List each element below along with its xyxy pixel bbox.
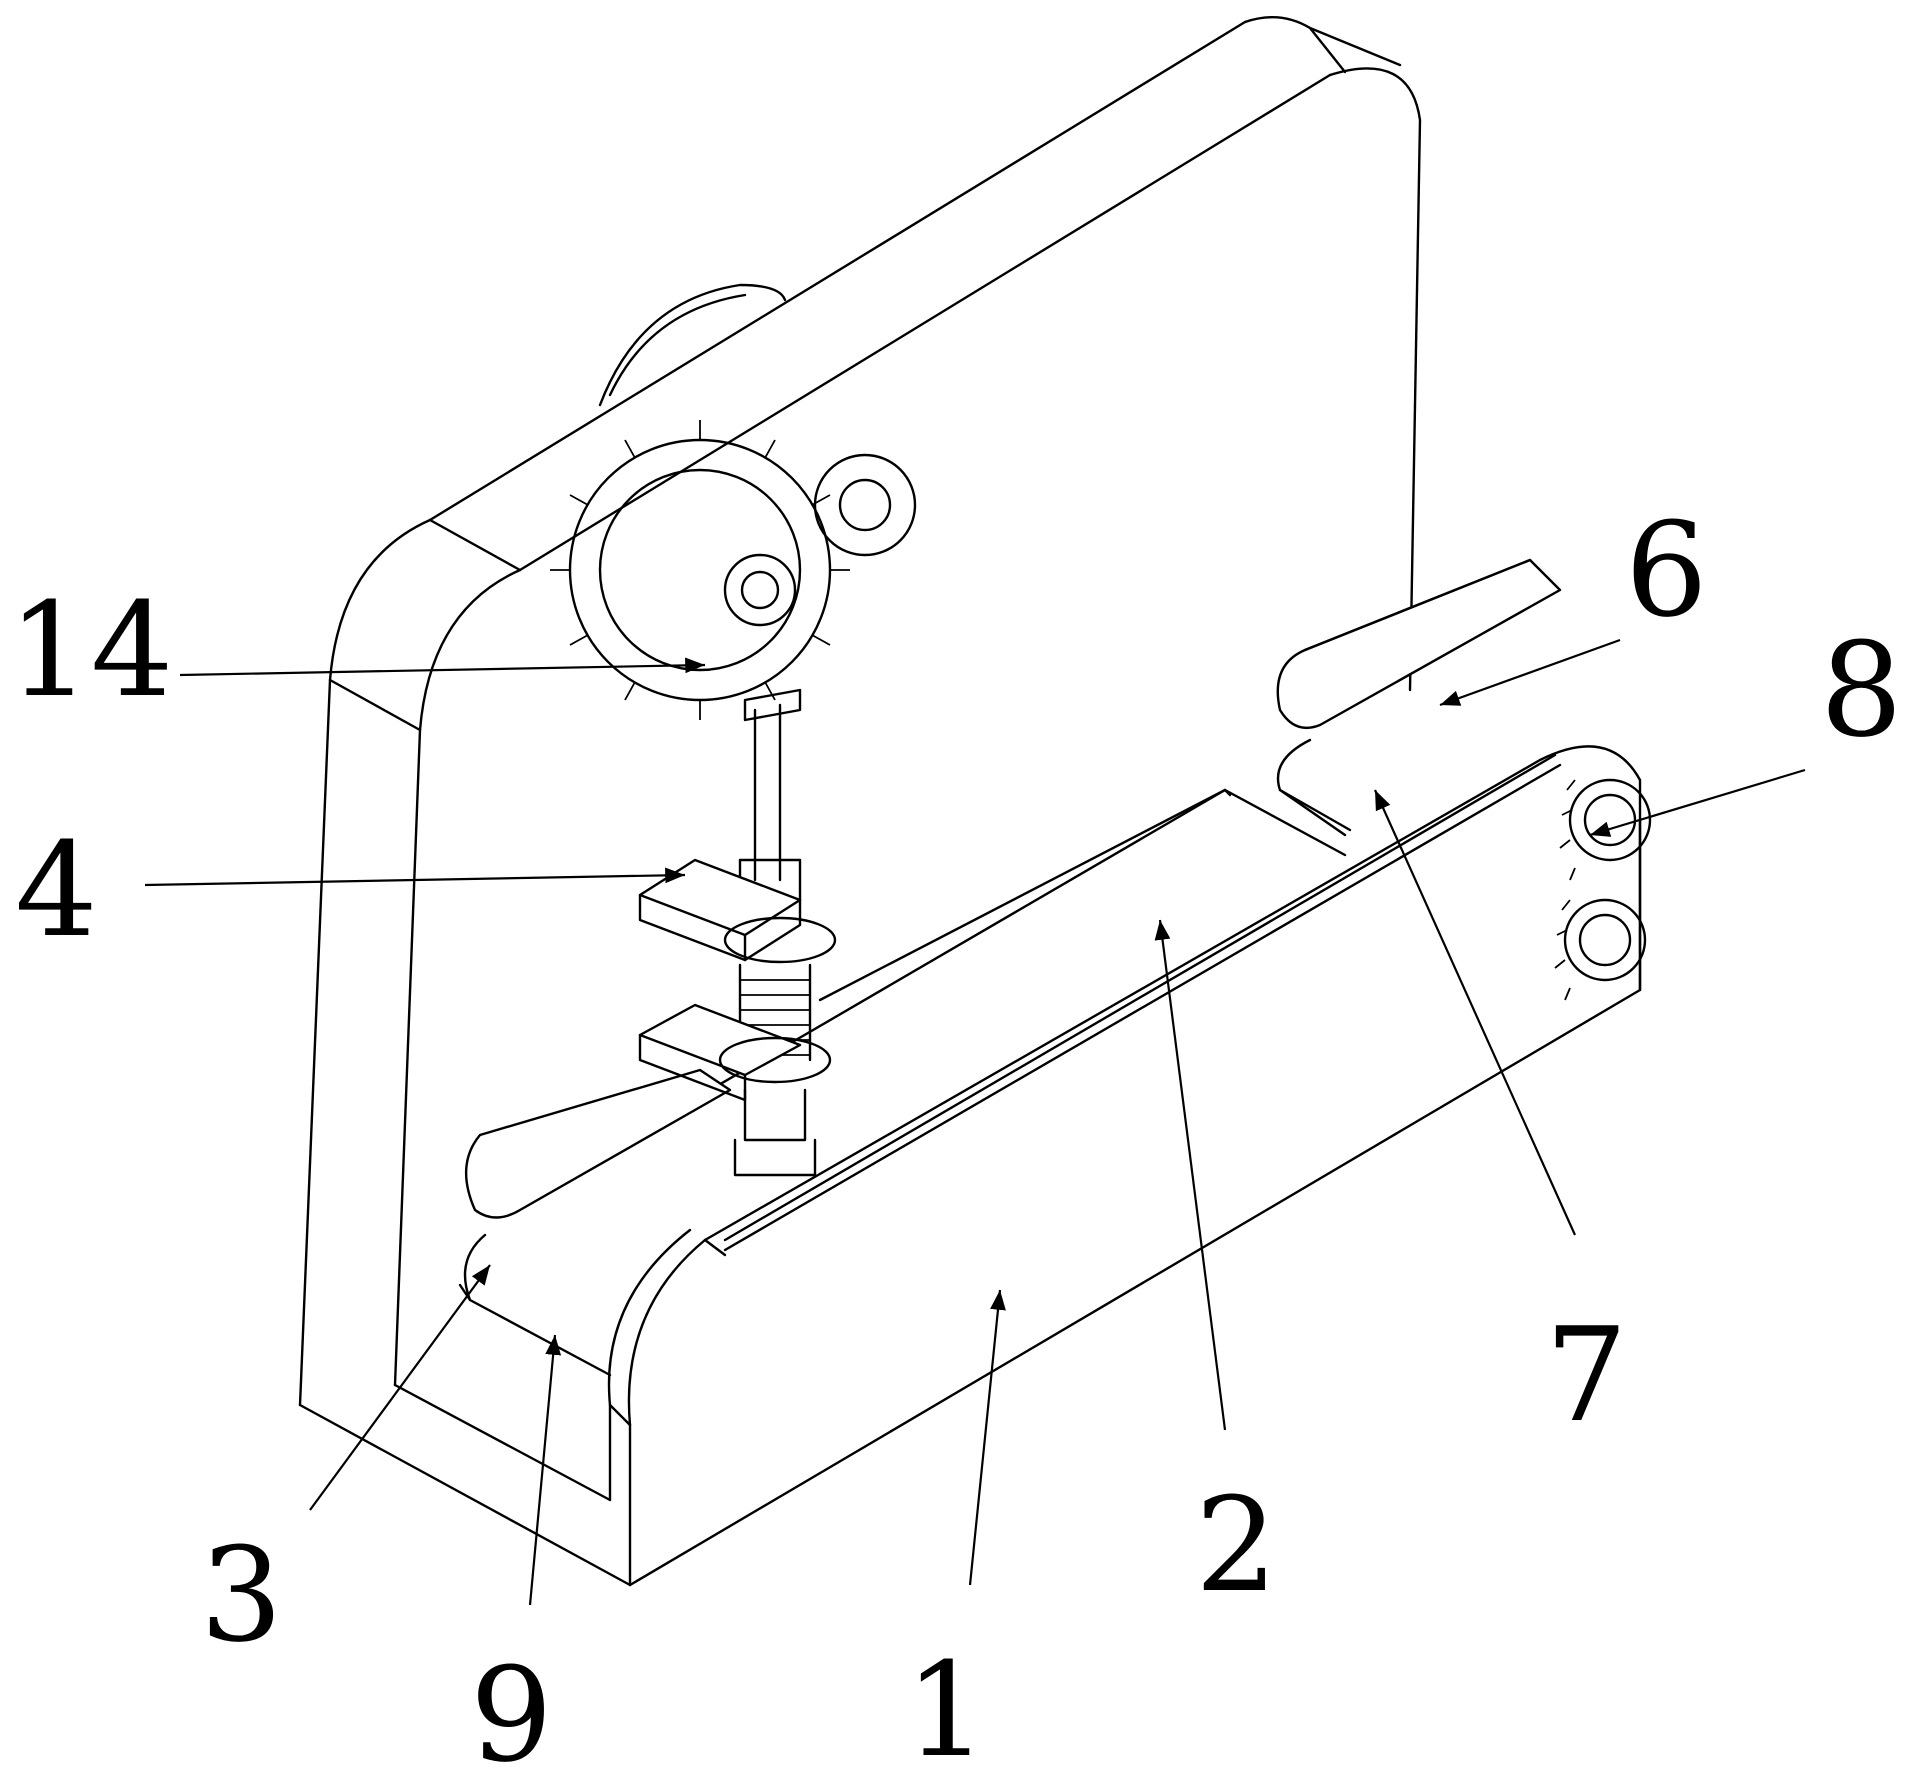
right-roller-bottom (1276, 738, 1352, 837)
leader-7 (1373, 789, 1577, 1236)
label-4: 4 (15, 814, 98, 966)
large-gear (550, 420, 850, 720)
right-roller-top (1276, 558, 1562, 730)
leader-1 (968, 1289, 1006, 1586)
label-14: 14 (8, 574, 173, 726)
leader-8 (1589, 768, 1806, 837)
leader-3 (309, 1264, 491, 1511)
press-head (733, 1088, 817, 1177)
left-roller-bottom (458, 1233, 612, 1377)
leaders (144, 638, 1806, 1606)
label-7: 7 (1545, 1299, 1628, 1451)
label-9: 9 (470, 1639, 553, 1775)
label-6: 6 (1625, 494, 1708, 646)
labels: 14 4 6 8 7 2 1 3 9 (8, 494, 1903, 1775)
label-8: 8 (1820, 614, 1903, 766)
label-1: 1 (905, 1634, 988, 1775)
base-bracket (607, 745, 1642, 1587)
leader-2 (1154, 919, 1227, 1431)
leader-9 (528, 1334, 562, 1606)
leader-6 (1439, 638, 1621, 707)
rear-motor (598, 283, 787, 407)
lower-plate (638, 1003, 832, 1102)
left-roller-top (465, 1068, 732, 1219)
back-plate (298, 16, 1422, 1587)
label-2: 2 (1195, 1469, 1278, 1621)
small-gear (813, 453, 917, 557)
leader-14 (179, 657, 706, 677)
label-3: 3 (200, 1519, 283, 1671)
crank-rod (738, 688, 802, 902)
leader-4 (144, 867, 686, 887)
conveyor-belt (588, 788, 1347, 1162)
side-gears (1554, 778, 1652, 1001)
